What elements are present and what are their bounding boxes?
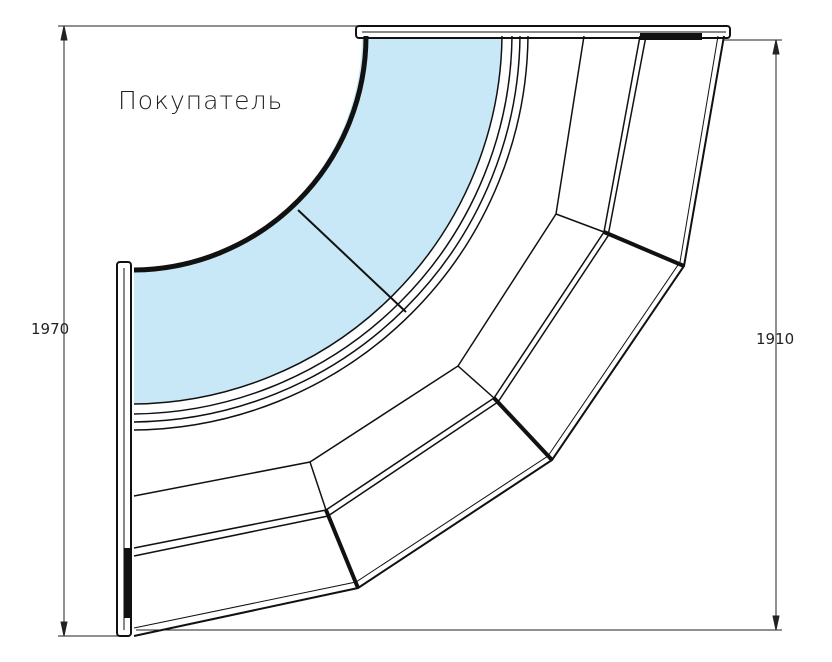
right-dimension-value: 1910 bbox=[756, 330, 795, 348]
glass-divider bbox=[297, 209, 407, 313]
inner-front-arc bbox=[133, 35, 369, 273]
glass-edge-arcs bbox=[133, 35, 529, 431]
buyer-side-label: Покупатель bbox=[118, 86, 284, 115]
section-dividers bbox=[309, 213, 685, 589]
dimension-left bbox=[58, 25, 360, 637]
glass-display-area bbox=[134, 34, 502, 404]
left-dimension-value: 1970 bbox=[31, 320, 70, 338]
dimension-right bbox=[136, 39, 782, 631]
